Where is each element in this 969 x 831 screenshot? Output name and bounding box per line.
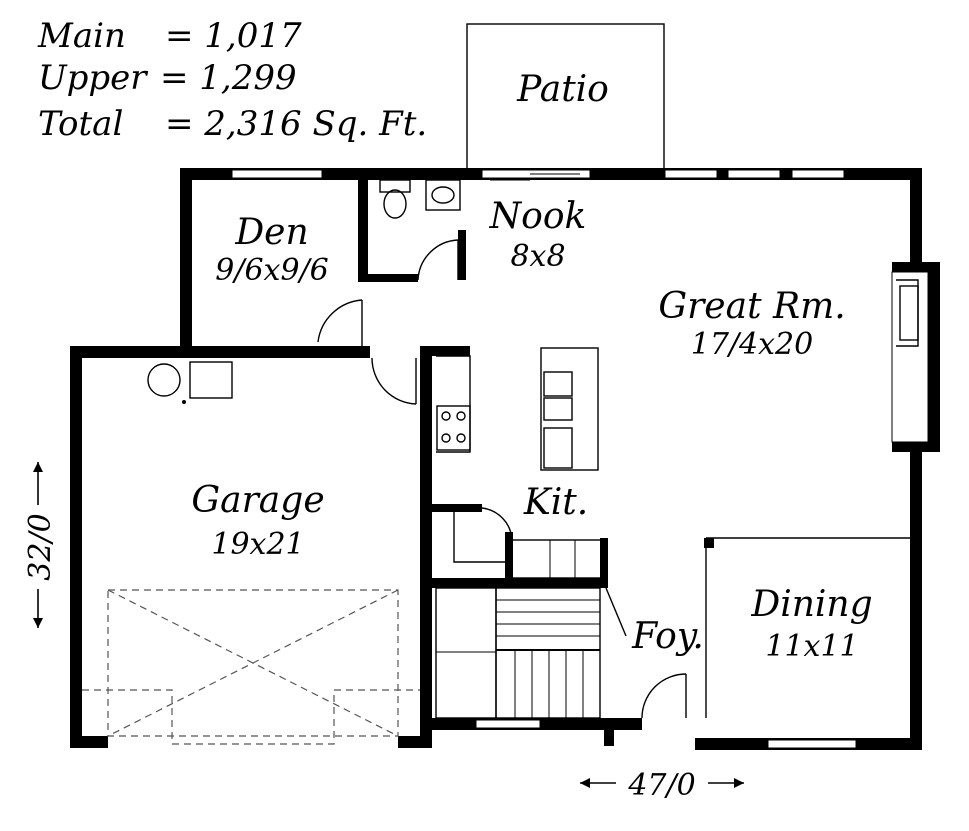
great-room-size: 17/4x20 [691, 327, 813, 362]
stairs [435, 587, 601, 719]
depth-dimension: 32/0 [20, 462, 58, 628]
area-upper-value: = 1,299 [160, 58, 297, 98]
fixtures [147, 179, 910, 718]
area-summary: Main = 1,017 Upper = 1,299 Total = 2,316… [37, 16, 427, 144]
area-total-label: Total [38, 104, 123, 144]
width-dimension-label: 47/0 [627, 768, 695, 803]
area-upper-label: Upper [38, 58, 148, 98]
den-label: Den [234, 212, 308, 253]
garage-size: 19x21 [211, 527, 304, 562]
foyer-label: Foy. [631, 616, 704, 657]
width-dimension: 47/0 [580, 766, 744, 803]
nook-size: 8x8 [510, 239, 565, 274]
garage-label: Garage [191, 480, 324, 521]
den-size: 9/6x9/6 [215, 253, 328, 288]
great-room-label: Great Rm. [658, 286, 845, 327]
depth-dimension-label: 32/0 [23, 513, 58, 580]
garage-door-dashed [82, 589, 420, 745]
nook-label: Nook [489, 196, 587, 237]
kitchen-label: Kit. [523, 482, 588, 523]
area-main-label: Main [37, 16, 126, 56]
area-main-value: = 1,017 [165, 16, 302, 56]
dining-label: Dining [750, 584, 872, 625]
patio-label: Patio [516, 69, 609, 110]
dining-size: 11x11 [765, 629, 858, 664]
room-labels: Patio Den 9/6x9/6 Nook 8x8 Great Rm. 17/… [191, 69, 872, 664]
area-total-value: = 2,316 Sq. Ft. [165, 104, 427, 144]
doors [317, 173, 687, 719]
interior-walls [358, 168, 714, 588]
